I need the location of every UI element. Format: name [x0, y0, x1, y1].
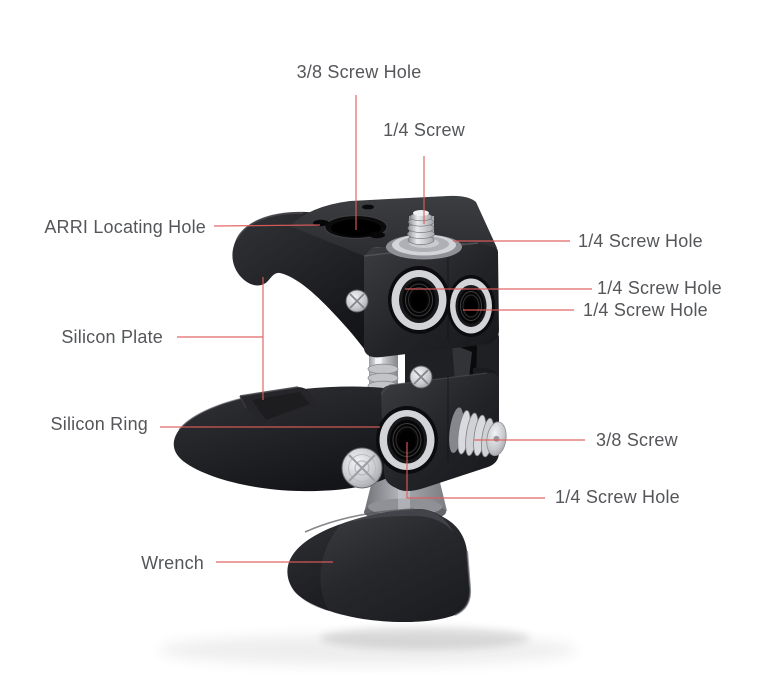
wrench-knob	[287, 508, 472, 623]
quarter-screw	[386, 210, 462, 260]
pivot-screw	[341, 447, 383, 489]
upper-jaw	[232, 211, 370, 357]
three-eighths-screw	[449, 407, 507, 458]
upper-block-screw	[345, 289, 369, 313]
bottom-screw-hole	[376, 406, 438, 474]
leader-1-4-screw-hole-bottom	[406, 442, 545, 499]
hinge-screw	[409, 365, 433, 389]
label-arri-locating-hole: ARRI Locating Hole	[44, 217, 206, 237]
leader-silicon-plate	[177, 277, 264, 400]
label-1-4-screw-hole-side: 1/4 Screw Hole	[583, 300, 708, 320]
leader-arri-locating-hole	[213, 224, 321, 227]
label-3-8-screw: 3/8 Screw	[596, 430, 678, 450]
label-3-8-screw-hole-top: 3/8 Screw Hole	[296, 62, 422, 82]
label-wrench: Wrench	[141, 553, 204, 573]
label-1-4-screw-hole-bottom: 1/4 Screw Hole	[555, 487, 680, 507]
label-silicon-ring: Silicon Ring	[50, 414, 148, 434]
silicon-plate-pad	[239, 386, 320, 427]
label-1-4-screw-hole-top-right: 1/4 Screw Hole	[578, 231, 703, 251]
side-screw-hole	[447, 275, 495, 337]
ground-shadow	[158, 627, 578, 665]
label-1-4-screw-hole-front: 1/4 Screw Hole	[597, 278, 722, 298]
label-1-4-screw: 1/4 Screw	[383, 120, 465, 140]
label-silicon-plate: Silicon Plate	[61, 327, 163, 347]
